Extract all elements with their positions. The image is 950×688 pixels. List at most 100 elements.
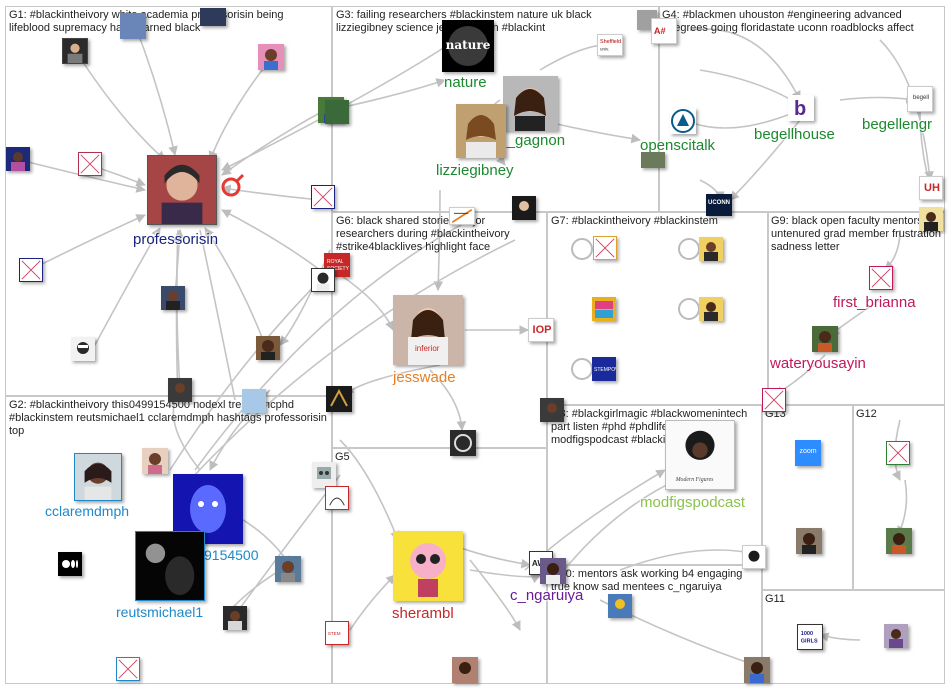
avatar-node[interactable] [512,196,536,220]
avatar-node[interactable] [256,336,280,360]
avatar-node[interactable] [796,528,822,554]
avatar-node[interactable] [142,448,168,474]
group-box-g11 [762,590,945,684]
avatar-node[interactable] [540,398,564,422]
avatar-node[interactable] [258,44,284,70]
avatar-node[interactable] [699,297,723,321]
svg-text:Modern Figures: Modern Figures [675,477,714,483]
openscitalk-label: openscitalk [640,137,716,154]
svg-text:inferior: inferior [415,344,440,353]
svg-text:univ.: univ. [600,46,609,51]
avatar-node[interactable] [242,389,266,413]
avatar-node[interactable] [62,38,88,64]
avatar-node[interactable] [312,462,336,488]
missing-image-node[interactable] [311,185,335,209]
group-label-g11: G11 [765,593,785,605]
group-label-g12: G12 [856,408,877,420]
avatar-node[interactable] [311,268,335,292]
avatar-node[interactable] [452,657,478,683]
group-label-g2: G2: #blackintheivory this0499154500 node… [9,399,327,437]
nature-label: nature [444,74,487,91]
openscitalk-avatar[interactable] [670,108,696,134]
avatar-node[interactable] [450,430,476,456]
uconn-logo-node[interactable]: UCONN [706,194,732,216]
this0499154500-label: 9154500 [204,547,259,563]
avatar-node[interactable] [325,100,349,124]
svg-text:STEM: STEM [328,631,341,636]
avatar-node[interactable] [608,594,632,618]
medium-logo-node[interactable] [58,552,82,576]
group-box-g7 [547,212,768,405]
reutsmichael1-avatar[interactable] [135,531,205,601]
avatar-node[interactable] [884,624,908,648]
missing-image-node[interactable] [116,657,140,681]
avatar-node[interactable] [744,657,770,683]
nature-logo-node[interactable]: nature [442,20,494,72]
uconn-logo-text: UCONN [708,200,730,206]
cclaremdmph-avatar[interactable] [74,453,122,501]
avatar-node[interactable] [120,13,146,39]
avatar-node[interactable] [641,152,665,168]
this0499154500-avatar[interactable] [173,474,243,544]
avatar-node[interactable] [161,286,185,310]
avatar-node[interactable] [223,606,247,630]
first-brianna-node[interactable] [869,266,893,290]
uh-logo-text: UH [924,182,940,194]
jess-gagnon-avatar[interactable] [503,76,558,131]
avatar-node[interactable] [325,486,349,510]
begellengr-label: begellengr [862,116,933,133]
lizziegibney-label: lizziegibney [436,162,514,179]
missing-image-node[interactable] [886,441,910,465]
avatar-node[interactable]: STEM [325,621,349,645]
avatar-node[interactable] [6,147,30,171]
svg-text:A#: A# [654,26,666,36]
group-box-g10 [547,565,762,684]
missing-image-node[interactable] [78,152,102,176]
first-brianna-label: first_brianna [833,294,916,311]
placeholder-circle [678,298,700,320]
group-box-g13 [762,405,853,590]
avatar-node[interactable] [449,207,475,225]
zoom-logo-node[interactable]: zoom [795,440,821,466]
avatar-node[interactable] [168,378,192,402]
wateryousayin-label: wateryousayin [770,355,866,372]
iop-logo-node[interactable]: IOP [528,318,554,342]
jesswade-avatar[interactable]: inferior [393,295,463,365]
wateryousayin-avatar[interactable] [812,326,838,352]
avatar-node[interactable] [275,556,301,582]
c-ngaruiya-label: c_ngaruiya [510,587,584,604]
missing-image-node[interactable] [19,258,43,282]
avatar-node[interactable]: A# [651,18,677,44]
avatar-node[interactable] [71,337,95,361]
sherambl-avatar[interactable] [393,531,463,601]
placeholder-circle [571,238,593,260]
uh-logo-node[interactable]: UH [919,176,943,200]
svg-text:GIRLS: GIRLS [801,639,818,645]
avatar-node[interactable] [592,297,616,321]
lizziegibney-avatar[interactable] [456,104,506,158]
c-ngaruiya-avatar[interactable] [540,558,566,584]
missing-image-node[interactable] [593,236,617,260]
avatar-node[interactable] [742,545,766,569]
begellhouse-avatar[interactable]: b [788,95,814,121]
begellengr-avatar[interactable]: begell [907,86,933,112]
avatar-node[interactable] [886,528,912,554]
professorisin-avatar[interactable] [147,155,217,225]
avatar-node[interactable]: STEMPOWER [592,357,616,381]
placeholder-circle [678,238,700,260]
zoom-logo-text: zoom [799,448,817,455]
avatar-node[interactable] [200,8,226,26]
avatar-node[interactable] [326,386,352,412]
avatar-node[interactable] [699,237,723,261]
avatar-node[interactable] [919,207,943,231]
missing-image-node[interactable] [762,388,786,412]
venus-symbol-icon [218,172,245,198]
svg-text:STEMPOWER: STEMPOWER [594,367,616,373]
cclaremdmph-label: cclaremdmph [45,503,130,519]
modfigspodcast-avatar[interactable]: Modern Figures [665,420,735,490]
iop-logo-text: IOP [532,324,552,336]
group-box-g8 [547,405,762,565]
group-label-g9: G9: black open faculty mentors untenured… [771,215,941,253]
